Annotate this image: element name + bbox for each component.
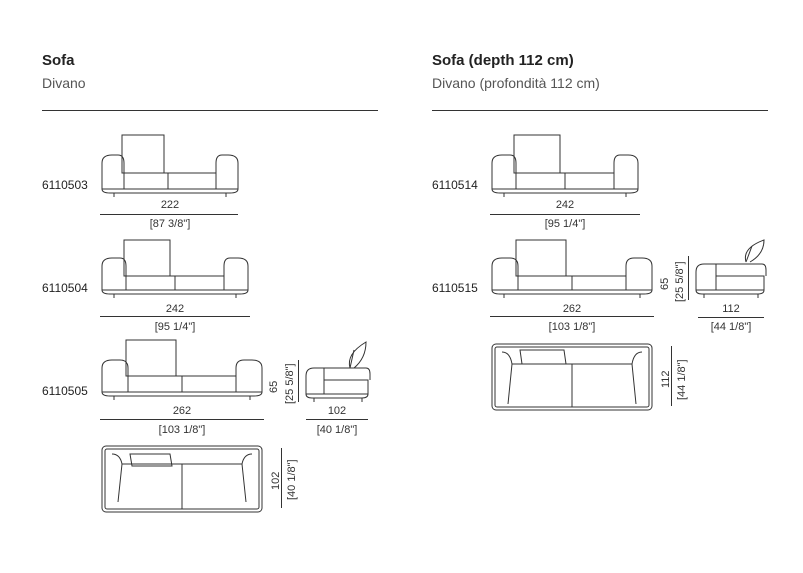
height-cm-6110515: 65 xyxy=(659,277,671,290)
width-in-6110514: [95 1/4"] xyxy=(544,218,586,230)
height-cm-6110505: 65 xyxy=(268,380,280,393)
width-cm-6110503: 222 xyxy=(160,199,180,211)
depth-in-plan-right: [44 1/8"] xyxy=(676,359,688,400)
sofa-code-6110505: 6110505 xyxy=(42,384,88,398)
depth-cm-side-left: 102 xyxy=(327,405,347,417)
depth-cm-plan-left: 102 xyxy=(270,471,282,490)
width-cm-6110515: 262 xyxy=(562,303,582,315)
sofa-front-view-6110504 xyxy=(101,239,249,298)
width-in-6110504: [95 1/4"] xyxy=(154,321,196,333)
dimension-line xyxy=(100,316,250,317)
width-in-6110515: [103 1/8"] xyxy=(548,321,596,333)
right-section-title: Sofa (depth 112 cm) xyxy=(432,52,574,69)
sofa-code-6110514: 6110514 xyxy=(432,178,478,192)
width-in-6110503: [87 3/8"] xyxy=(149,218,191,230)
dimension-line xyxy=(698,317,764,318)
left-section-subtitle: Divano xyxy=(42,75,86,91)
right-divider xyxy=(432,110,768,111)
depth-cm-plan-right: 112 xyxy=(660,370,672,388)
sofa-side-view xyxy=(695,239,767,298)
sofa-front-view-6110515 xyxy=(491,239,653,298)
depth-in-side-left: [40 1/8"] xyxy=(316,424,358,436)
sofa-plan-view xyxy=(101,445,263,513)
dimension-line xyxy=(100,214,238,215)
right-section-subtitle: Divano (profondità 112 cm) xyxy=(432,75,600,91)
depth-in-side-right: [44 1/8"] xyxy=(710,321,752,333)
sofa-front-view-6110505 xyxy=(101,339,263,400)
dimension-line xyxy=(306,419,368,420)
left-section-title: Sofa xyxy=(42,52,75,69)
width-cm-6110504: 242 xyxy=(165,303,185,315)
dimension-line xyxy=(490,214,640,215)
height-dimension-line xyxy=(688,256,689,300)
sofa-front-view-6110514 xyxy=(491,134,639,197)
height-in-6110515: [25 5/8"] xyxy=(674,261,686,302)
depth-dimension-line xyxy=(281,448,282,508)
dimension-line xyxy=(490,316,654,317)
width-cm-6110505: 262 xyxy=(172,405,192,417)
height-in-6110505: [25 5/8"] xyxy=(284,363,296,404)
width-cm-6110514: 242 xyxy=(555,199,575,211)
sofa-front-view-6110503 xyxy=(101,134,239,197)
sofa-code-6110515: 6110515 xyxy=(432,281,478,295)
sofa-code-6110504: 6110504 xyxy=(42,281,88,295)
sofa-plan-view xyxy=(491,343,653,411)
height-dimension-line xyxy=(298,360,299,402)
depth-dimension-line xyxy=(671,346,672,406)
depth-in-plan-left: [40 1/8"] xyxy=(286,459,298,500)
sofa-code-6110503: 6110503 xyxy=(42,178,88,192)
left-divider xyxy=(42,110,378,111)
dimension-line xyxy=(100,419,264,420)
depth-cm-side-right: 112 xyxy=(722,303,740,315)
sofa-side-view xyxy=(305,341,371,402)
width-in-6110505: [103 1/8"] xyxy=(158,424,206,436)
